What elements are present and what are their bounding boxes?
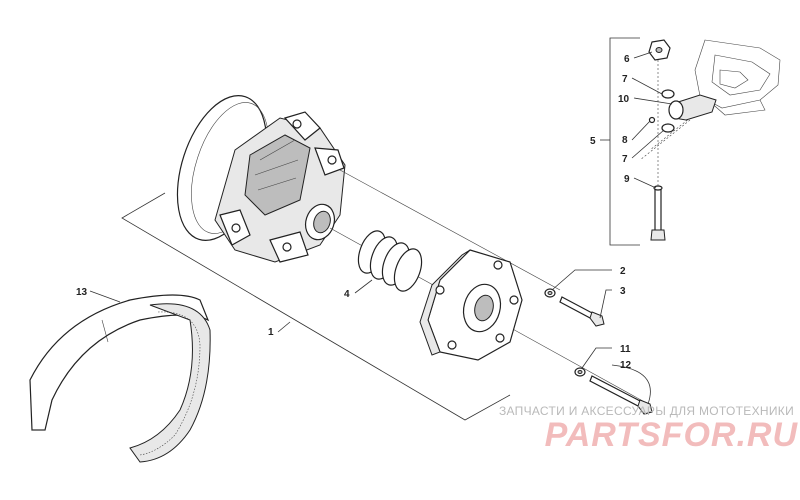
washer-7-upper bbox=[661, 89, 675, 99]
drive-belt bbox=[29, 294, 211, 463]
leader-lines bbox=[89, 51, 673, 405]
callout-1: 1 bbox=[268, 327, 274, 338]
bolt-12 bbox=[589, 375, 653, 415]
callout-4: 4 bbox=[344, 289, 350, 300]
callout-12: 12 bbox=[620, 360, 632, 371]
inset-bracket-mount bbox=[639, 39, 781, 161]
callout-6: 6 bbox=[624, 54, 630, 65]
callout-2: 2 bbox=[620, 266, 626, 277]
assembly-bracket bbox=[121, 192, 511, 421]
watermark-logo: PARTSFOR.RU bbox=[544, 416, 798, 454]
primary-clutch bbox=[176, 95, 346, 263]
callout-5: 5 bbox=[590, 136, 596, 147]
callout-7-lower: 7 bbox=[622, 154, 628, 165]
bolt-9 bbox=[650, 185, 666, 241]
callout-13: 13 bbox=[76, 287, 88, 298]
spring bbox=[357, 230, 423, 292]
washer-8 bbox=[648, 116, 656, 124]
inset-bracket bbox=[609, 37, 640, 246]
callout-9: 9 bbox=[624, 174, 630, 185]
bolt-3 bbox=[559, 296, 605, 327]
bushing-10 bbox=[668, 94, 717, 121]
axis-line-upper bbox=[339, 169, 561, 291]
washer-7-lower bbox=[661, 123, 675, 133]
callout-7-upper: 7 bbox=[622, 74, 628, 85]
callout-10: 10 bbox=[618, 94, 630, 105]
cover-plate bbox=[419, 249, 523, 361]
nut-6 bbox=[648, 39, 671, 61]
watermark-caption: ЗАПЧАСТИ И АКСЕССУАРЫ ДЛЯ МОТОТЕХНИКИ bbox=[498, 404, 794, 418]
callout-8: 8 bbox=[622, 135, 628, 146]
washer-11 bbox=[574, 367, 586, 377]
callout-3: 3 bbox=[620, 286, 626, 297]
washer-2 bbox=[544, 288, 556, 298]
callout-11: 11 bbox=[620, 344, 631, 355]
